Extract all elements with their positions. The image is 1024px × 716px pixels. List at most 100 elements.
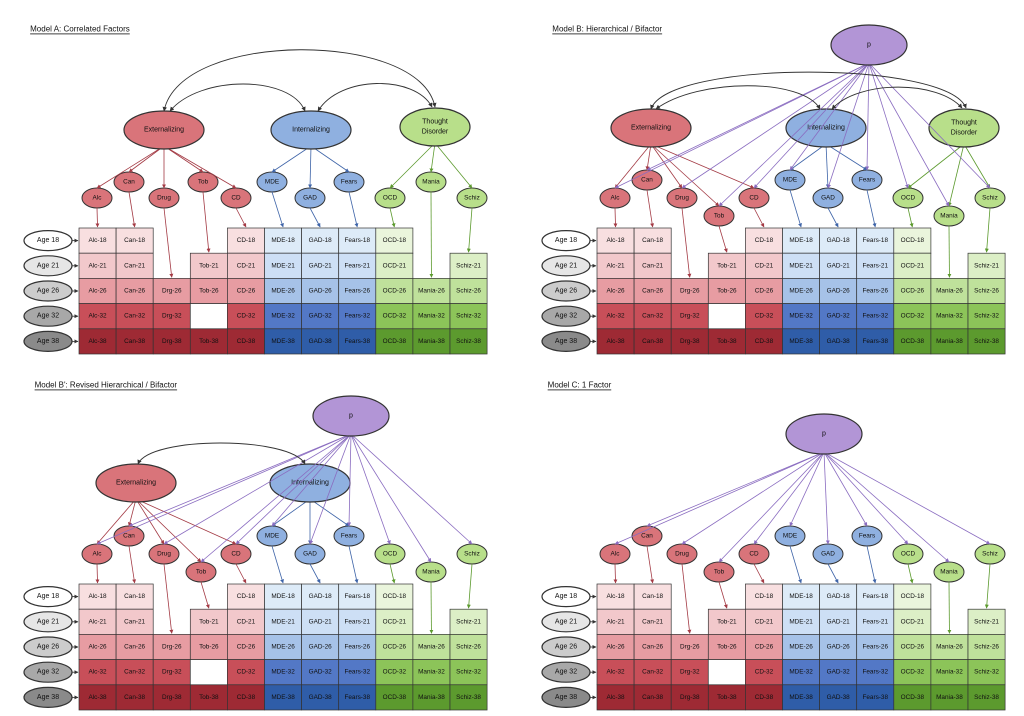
grid-cell [301,684,340,711]
indicator-label: Mania [940,569,958,576]
grid-cell-label: CD-38 [237,694,256,701]
grid-cell-label: Drg-38 [162,694,182,701]
grid-cell [301,328,340,355]
grid-cell-label: GAD-21 [827,618,851,625]
grid-cell-label: Fears-21 [344,618,370,625]
grid-cell-label: CD-18 [755,237,774,244]
factor-loading [789,143,827,171]
p-loading [823,451,991,545]
indicator-label: Mania [422,179,440,186]
factor-loading [163,145,237,189]
factor-loading [135,498,202,563]
grid-cell-label: Drg-38 [680,694,700,701]
factor-loading [135,498,237,545]
factor-loading [96,145,165,189]
grid-cell [375,583,414,610]
grid-cell [707,608,746,635]
grid-cell [375,684,414,711]
grid-cell [930,659,969,686]
p-loading [309,433,352,545]
indicator-label: Tob [714,213,725,220]
grid-cell-label: Fears-26 [862,644,888,651]
grid-cell-label: Alc-38 [606,338,625,345]
externalizing-node [95,463,177,503]
loading-arrow [128,191,137,228]
grid-cell [412,303,451,330]
grid-cell-empty [707,303,746,330]
loading-arrow [309,563,321,584]
grid-cell-label: CD-32 [755,313,774,320]
grid-cell-label: Tob-21 [717,618,737,625]
loading-arrow [202,191,211,253]
indicator-label: OCD [383,551,398,558]
grid-cell [375,252,414,279]
grid-cell-label: Tob-21 [199,618,219,625]
grid-cell [301,252,340,279]
grid-cell-label: Can-26 [124,288,145,295]
grid-cell-label: OCD-32 [901,313,925,320]
grid-cell [78,608,117,635]
grid-cell-label: Alc-38 [606,694,625,701]
grid-cell-label: CD-21 [237,618,256,625]
grid-cell [819,659,858,686]
grid-cell [856,634,895,660]
indicator-label: GAD [303,551,317,558]
grid-cell [338,303,377,330]
p-factor-node [785,413,863,455]
thought-disorder-label: Disorder [951,130,978,137]
correlation-arc [317,83,433,112]
p-loading [681,451,825,545]
grid-cell-label: MDE-32 [789,669,813,676]
grid-cell-label: Tob-26 [717,288,737,295]
grid-cell [227,659,265,686]
grid-cell [449,278,488,304]
p-loading [163,433,352,545]
loading-arrow [907,563,914,584]
grid-cell-label: Schiz-32 [974,313,999,320]
loading-arrow [309,207,321,228]
panel-B2: Model B': Revised Hierarchical / Bifacto… [23,381,488,711]
grid-cell-label: MDE-32 [271,313,295,320]
grid-cell-label: OCD-18 [901,237,925,244]
indicator-label: CD [749,551,759,558]
grid-cell [264,608,302,635]
grid-cell [596,278,635,304]
p-loading [128,433,352,527]
p-factor-node [830,24,908,66]
grid-cell [967,634,1006,660]
p-loading [350,433,432,563]
loading-arrow [866,545,877,584]
grid-cell [78,328,117,355]
grid-cell [78,583,117,610]
grid-cell-label: Alc-26 [88,644,107,651]
grid-cell [115,252,154,279]
grid-cell-label: Alc-32 [606,669,625,676]
age-label: Age 21 [37,618,59,625]
factor-loading [163,145,204,173]
grid-cell [115,684,154,711]
factor-loading [127,498,137,527]
grid-cell-label: Fears-32 [862,669,888,676]
p-loading [718,62,870,207]
indicator-label: Alc [93,195,103,202]
grid-cell-label: Fears-18 [344,593,370,600]
age-label: Age 32 [37,669,59,676]
loading-arrow [271,545,284,584]
grid-cell-label: Fears-32 [344,669,370,676]
indicator-label: Can [123,179,135,186]
grid-cell-label: Drg-38 [162,338,182,345]
grid-cell-label: Tob-26 [199,644,219,651]
grid-cell-label: Alc-21 [606,262,625,269]
grid-cell-label: Can-18 [124,593,145,600]
loading-arrow [681,563,692,634]
grid-cell-label: Drg-26 [162,288,182,295]
p-loading [350,433,391,545]
grid-cell [856,583,895,610]
grid-cell-label: CD-21 [755,618,774,625]
factor-loading [947,143,965,207]
grid-cell [745,252,783,279]
grid-cell [967,659,1006,686]
loading-arrow [613,207,618,228]
grid-cell-label: Schiz-32 [456,669,481,676]
